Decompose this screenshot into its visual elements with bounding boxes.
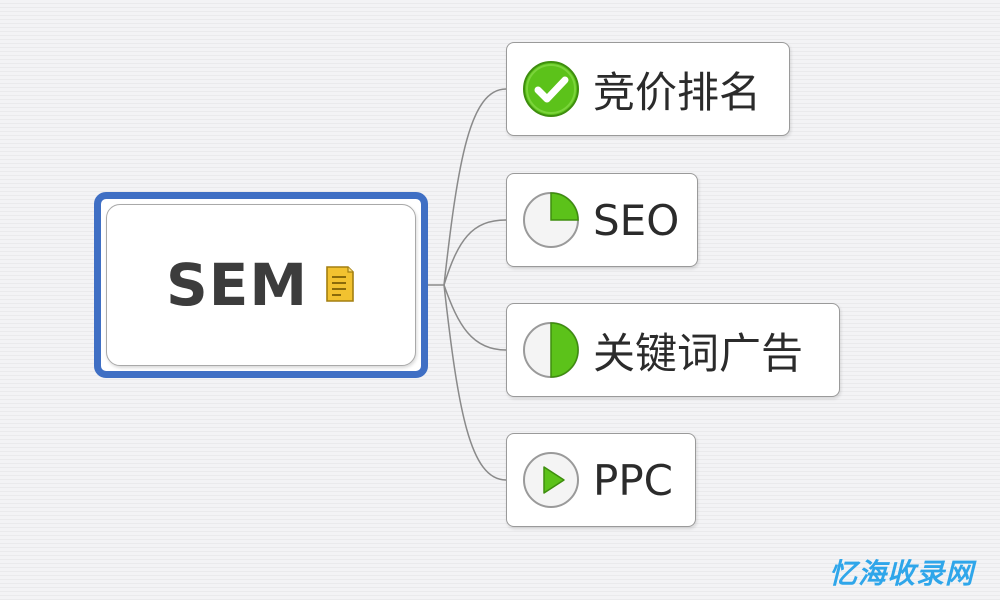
watermark-logo: 忆海收录网 — [828, 557, 974, 590]
note-icon[interactable] — [324, 265, 356, 303]
connector-branch-3 — [443, 284, 507, 351]
branch-topic-keyword-ads[interactable]: 关键词广告 — [506, 303, 840, 397]
connector-branch-2 — [443, 219, 507, 286]
branch-topic-ppc[interactable]: PPC — [506, 433, 696, 527]
branch-topic-bidding-ranking[interactable]: 竞价排名 — [506, 42, 790, 136]
progress-half-icon — [521, 320, 581, 380]
check-circle-icon — [521, 59, 581, 119]
root-topic[interactable]: SEM — [106, 204, 416, 366]
root-topic-selected[interactable]: SEM — [94, 192, 428, 378]
branch-label: 关键词广告 — [593, 328, 804, 378]
branch-label: PPC — [593, 455, 673, 505]
play-circle-icon — [521, 450, 581, 510]
branch-topic-seo[interactable]: SEO — [506, 173, 698, 267]
connector-branch-1 — [443, 88, 507, 286]
branch-label: 竞价排名 — [593, 67, 762, 117]
connector-branch-4 — [443, 284, 507, 481]
root-topic-label: SEM — [165, 251, 309, 319]
branch-label: SEO — [593, 195, 680, 245]
progress-quarter-icon — [521, 190, 581, 250]
